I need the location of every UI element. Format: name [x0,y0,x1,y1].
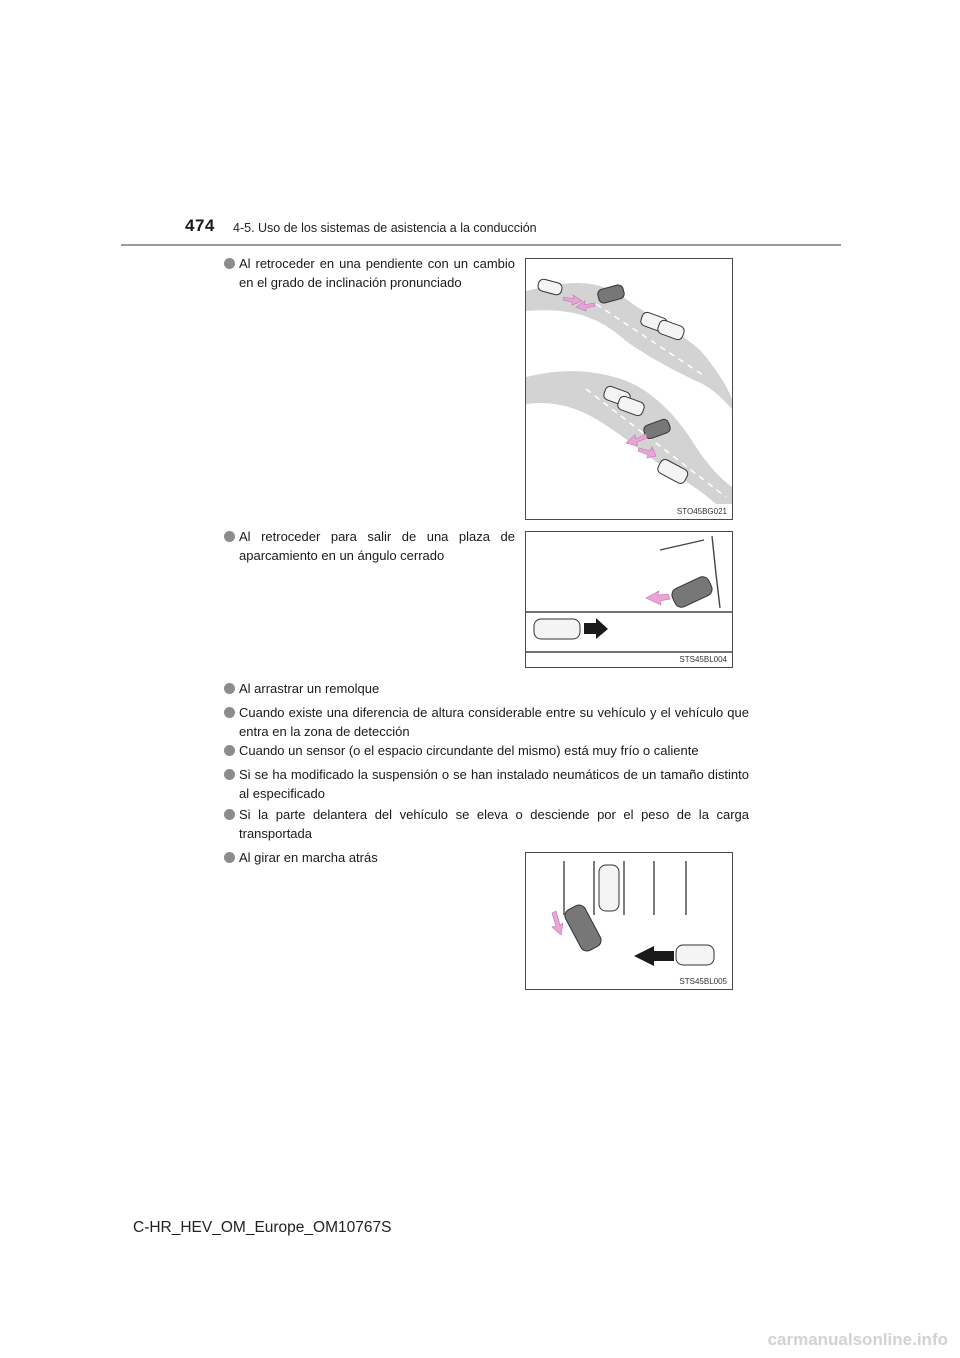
list-item-text: Al girar en marcha atrás [239,850,378,865]
bullet-icon [224,809,235,820]
list-item: Al retroceder en una pendiente con un ca… [224,254,515,292]
figure-reverse-turning: STS45BL005 [525,852,733,990]
bullet-icon [224,852,235,863]
list-item: Al retroceder para salir de una plaza de… [224,527,515,565]
list-item-text: Al retroceder en una pendiente con un ca… [239,256,515,290]
header-divider [121,244,841,246]
bullet-icon [224,683,235,694]
list-item-text: Si la parte delantera del vehículo se el… [239,807,749,841]
section-title: 4-5. Uso de los sistemas de asistencia a… [233,221,537,235]
watermark: carmanualsonline.info [767,1330,948,1349]
bullet-icon [224,745,235,756]
list-item: Cuando un sensor (o el espacio circundan… [224,741,749,760]
slope-reversing-illustration-icon [526,278,732,504]
bullet-icon [224,769,235,780]
list-item-text: Cuando existe una diferencia de altura c… [239,705,749,739]
figure-code: STO45BG021 [676,507,727,516]
bullet-icon [224,531,235,542]
list-item-text: Si se ha modificado la suspensión o se h… [239,767,749,801]
page-number: 474 [185,216,215,235]
list-item: Cuando existe una diferencia de altura c… [224,703,749,741]
list-item: Si se ha modificado la suspensión o se h… [224,765,749,803]
figure-slope: STO45BG021 [525,258,733,520]
reverse-turning-illustration-icon [551,861,715,966]
figure-angled-parking: STS45BL004 [525,531,733,668]
angled-parking-exit-illustration-icon [526,535,732,653]
figure-code: STS45BL004 [679,655,727,664]
figure-code: STS45BL005 [679,977,727,986]
bullet-icon [224,707,235,718]
list-item-text: Al arrastrar un remolque [239,681,380,696]
document-id: C-HR_HEV_OM_Europe_OM10767S [133,1219,392,1236]
list-item: Al girar en marcha atrás [224,848,515,867]
bullet-icon [224,258,235,269]
list-item: Si la parte delantera del vehículo se el… [224,805,749,843]
list-item: Al arrastrar un remolque [224,679,749,698]
list-item-text: Al retroceder para salir de una plaza de… [239,529,515,563]
list-item-text: Cuando un sensor (o el espacio circundan… [239,743,699,758]
